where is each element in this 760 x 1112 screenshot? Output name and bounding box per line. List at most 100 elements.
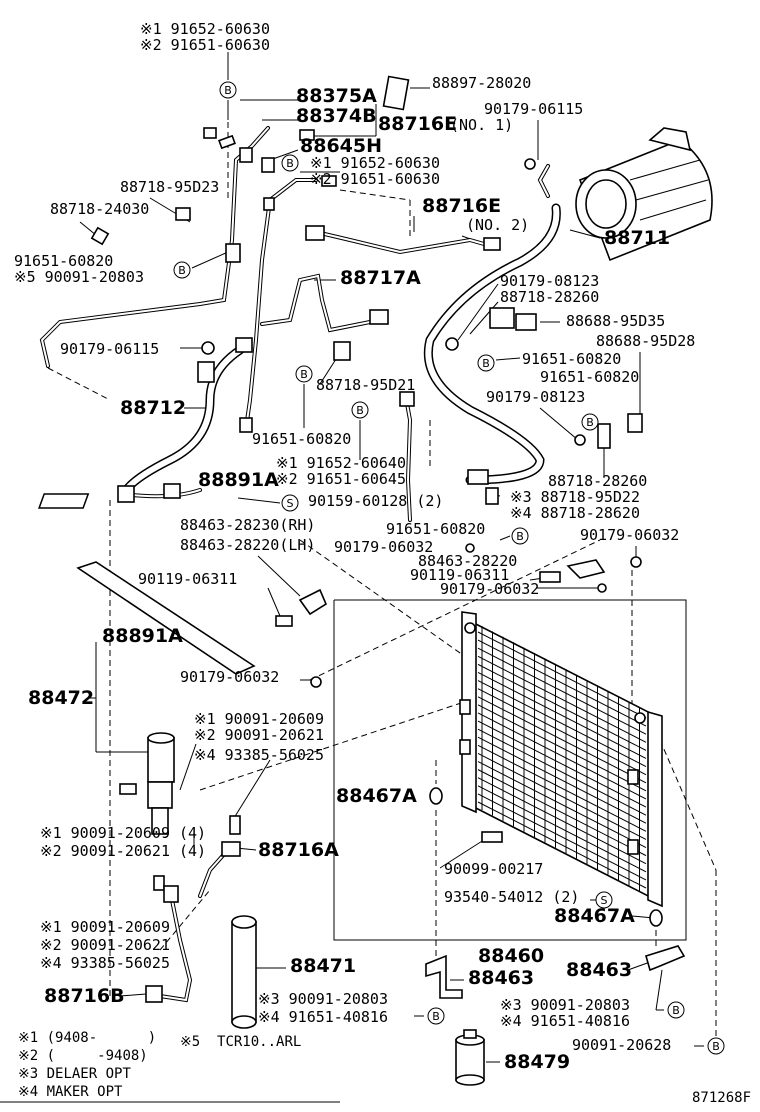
part-label: 88897-28020 xyxy=(432,74,531,92)
part-label: 88460 xyxy=(478,945,544,967)
part-label: 91651-60820 xyxy=(14,252,113,270)
part-label: 90179-06032 xyxy=(580,526,679,544)
marker-b: B xyxy=(707,1037,725,1055)
part-label: ※4 93385-56025 xyxy=(194,746,324,764)
part-labels: ※1 91652-60630※2 91651-6063088897-280208… xyxy=(14,20,751,1106)
part-label: 90119-06311 xyxy=(410,566,509,584)
marker-b: B xyxy=(351,401,369,419)
part-label: 90179-06115 xyxy=(484,100,583,118)
part-label: ※1 91652-60640 xyxy=(276,454,406,472)
part-label: ※1 91652-60630 xyxy=(310,154,440,172)
part-label: 88716E xyxy=(422,195,501,217)
part-label: ※2 91651-60645 xyxy=(276,470,406,488)
marker-s: S xyxy=(281,494,299,512)
pipes xyxy=(39,126,550,1003)
part-label: 93540-54012 (2) xyxy=(444,888,579,906)
part-label: 90179-08123 xyxy=(500,272,599,290)
marker-b: B xyxy=(219,81,237,99)
part-label: ※2 90091-20621 (4) xyxy=(40,842,206,860)
svg-text:S: S xyxy=(601,894,608,907)
part-label: 871268F xyxy=(692,1090,751,1106)
svg-text:B: B xyxy=(178,264,186,277)
condenser xyxy=(459,611,663,908)
part-label: ※4 91651-40816 xyxy=(500,1012,630,1030)
marker-b: B xyxy=(511,527,529,545)
svg-text:B: B xyxy=(712,1040,720,1053)
part-label: 90179-08123 xyxy=(486,388,585,406)
part-label: ※2 90091-20621 xyxy=(194,726,324,744)
svg-text:B: B xyxy=(300,368,308,381)
part-label: ※1 (9408- ) xyxy=(18,1030,156,1046)
part-label: 88891A xyxy=(198,469,279,491)
part-label: 88718-24030 xyxy=(50,200,149,218)
part-label: ※5 90091-20803 xyxy=(14,268,144,286)
dryer xyxy=(231,915,257,1029)
part-label: 88375A xyxy=(296,85,377,107)
part-label: 88711 xyxy=(604,227,670,249)
marker-b: B xyxy=(427,1007,445,1025)
marker-b: B xyxy=(295,365,313,383)
part-label: 90179-06032 xyxy=(180,668,279,686)
part-label: 88463-28220 xyxy=(418,552,517,570)
part-label: ※1 90091-20609 xyxy=(40,918,170,936)
part-label: 90099-00217 xyxy=(444,860,543,878)
part-label: ※2 ( -9408) xyxy=(18,1048,148,1064)
svg-text:S: S xyxy=(287,497,294,510)
part-label: 88463-28230(RH) xyxy=(180,516,315,534)
part-label: 88479 xyxy=(504,1051,570,1073)
part-label: 88718-28260 xyxy=(500,288,599,306)
part-label: 88718-95D23 xyxy=(120,178,219,196)
marker-s: S xyxy=(595,891,613,909)
part-label: ※1 90091-20609 (4) xyxy=(40,824,206,842)
svg-text:B: B xyxy=(672,1004,680,1017)
svg-text:B: B xyxy=(224,84,232,97)
seal-strip xyxy=(76,561,256,675)
part-label: 90119-06311 xyxy=(138,570,237,588)
svg-text:B: B xyxy=(356,404,364,417)
part-label: 88463-28220(LH) xyxy=(180,536,315,554)
part-label: 91651-60820 xyxy=(522,350,621,368)
part-label: 91651-60820 xyxy=(252,430,351,448)
compressor xyxy=(575,127,713,262)
part-label: 88467A xyxy=(336,785,417,807)
part-label: (NO. 1) xyxy=(450,116,513,134)
part-label: 91651-60820 xyxy=(540,368,639,386)
part-label: ※2 91651-60630 xyxy=(310,170,440,188)
marker-b: B xyxy=(581,413,599,431)
part-label: 91651-60820 xyxy=(386,520,485,538)
part-label: 88718-95D21 xyxy=(316,376,415,394)
part-label: 88891A xyxy=(102,625,183,647)
part-label: ※4 88718-28620 xyxy=(510,504,640,522)
part-label: ※5 TCR10..ARL xyxy=(180,1034,301,1050)
part-label: ※3 90091-20803 xyxy=(258,990,388,1008)
part-label: 88463 xyxy=(468,967,534,989)
part-label: ※1 91652-60630 xyxy=(140,20,270,38)
part-label: 88472 xyxy=(28,687,94,709)
marker-b: B xyxy=(173,261,191,279)
part-label: 88717A xyxy=(340,267,421,289)
part-label: ※4 91651-40816 xyxy=(258,1008,388,1026)
part-label: 88471 xyxy=(290,955,356,977)
part-label: 88716A xyxy=(258,839,339,861)
part-label: 88716E xyxy=(378,113,457,135)
fittings xyxy=(38,75,663,927)
part-label: 88374B xyxy=(296,105,377,127)
marker-b: B xyxy=(281,154,299,172)
part-label: ※2 91651-60630 xyxy=(140,36,270,54)
part-label: (NO. 2) xyxy=(466,216,529,234)
svg-text:B: B xyxy=(432,1010,440,1023)
part-label: 90091-20628 xyxy=(572,1036,671,1054)
part-label: 88716B xyxy=(44,985,125,1007)
svg-text:B: B xyxy=(516,530,524,543)
part-label: 88467A xyxy=(554,905,635,927)
part-label: 88712 xyxy=(120,397,186,419)
marker-b: B xyxy=(667,1001,685,1019)
part-label: ※1 90091-20609 xyxy=(194,710,324,728)
receiver-bracket xyxy=(119,732,241,1003)
svg-text:B: B xyxy=(286,157,294,170)
leader-lines xyxy=(0,52,704,1103)
part-label: ※4 93385-56025 xyxy=(40,954,170,972)
